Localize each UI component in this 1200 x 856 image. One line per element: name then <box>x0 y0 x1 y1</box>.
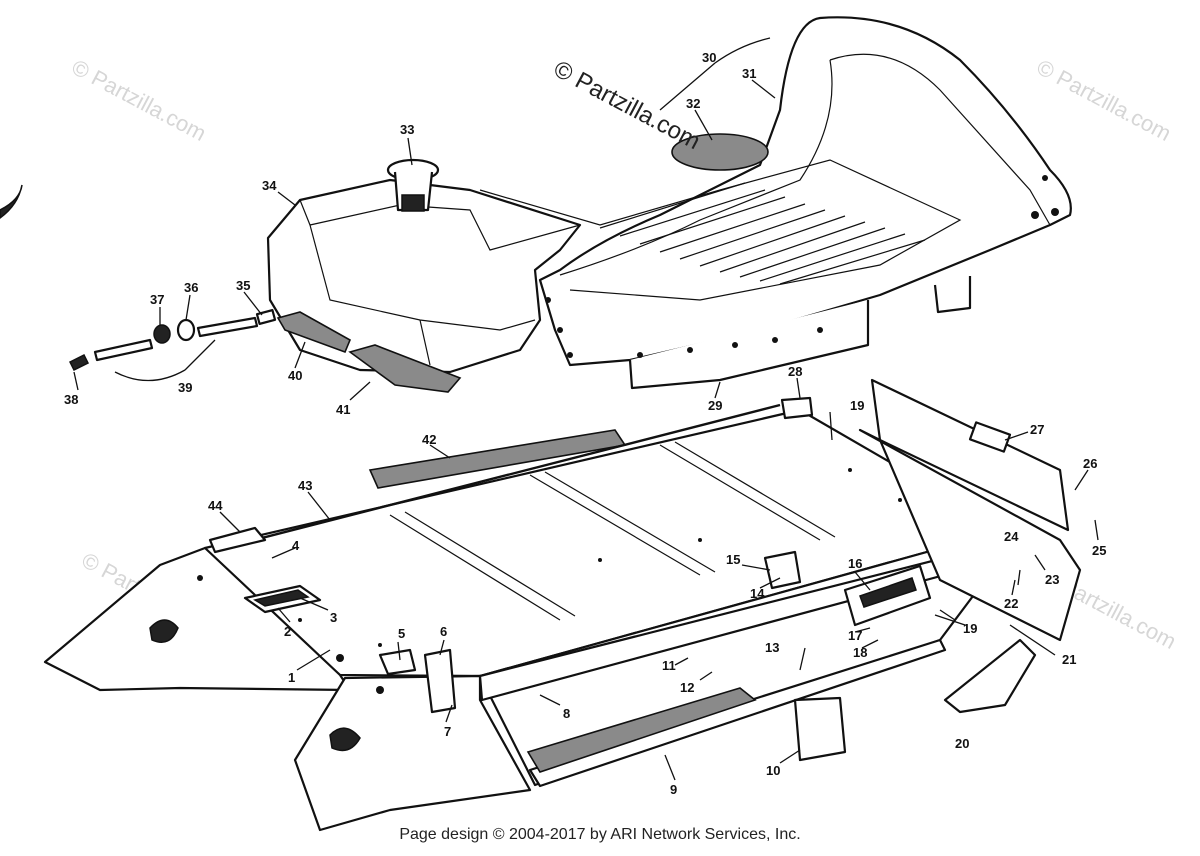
callout-38: 38 <box>64 392 78 407</box>
watermark-main: © Partzilla.com <box>549 55 704 155</box>
callout-39: 39 <box>178 380 192 395</box>
callout-41: 41 <box>336 402 350 417</box>
callout-16: 16 <box>848 556 862 571</box>
watermark-faint: © Partzilla.com <box>1033 54 1176 146</box>
seat <box>479 16 1072 390</box>
callout-15: 15 <box>726 552 740 567</box>
callout-8: 8 <box>563 706 570 721</box>
callouts: 1 2 3 4 5 6 7 8 9 10 11 12 13 14 15 16 1… <box>64 50 1106 797</box>
flap-bracket <box>968 421 1012 453</box>
callout-43: 43 <box>298 478 312 493</box>
callout-6: 6 <box>440 624 447 639</box>
callout-22: 22 <box>1004 596 1018 611</box>
callout-42: 42 <box>422 432 436 447</box>
bracket-28 <box>780 396 814 420</box>
callout-44: 44 <box>208 498 223 513</box>
callout-12: 12 <box>680 680 694 695</box>
bracket-10 <box>793 696 847 762</box>
edge-mark <box>0 184 23 219</box>
callout-11: 11 <box>662 658 676 673</box>
callout-2: 2 <box>284 624 291 639</box>
callout-35: 35 <box>236 278 250 293</box>
bracket-5 <box>378 648 417 676</box>
callout-23: 23 <box>1045 572 1059 587</box>
callout-18: 18 <box>853 645 867 660</box>
leader-lines <box>73 37 1099 781</box>
callout-21: 21 <box>1062 652 1076 667</box>
callout-32: 32 <box>686 96 700 111</box>
callout-20: 20 <box>955 736 969 751</box>
deflector-20 <box>943 638 1037 714</box>
callout-7: 7 <box>444 724 451 739</box>
callout-30: 30 <box>702 50 716 65</box>
callout-24: 24 <box>1004 529 1019 544</box>
tunnel <box>43 408 1002 832</box>
bearing-block <box>763 550 802 590</box>
callout-5: 5 <box>398 626 405 641</box>
callout-40: 40 <box>288 368 302 383</box>
bracket-6 <box>423 648 457 714</box>
callout-28: 28 <box>788 364 802 379</box>
callout-14: 14 <box>750 586 765 601</box>
callout-31: 31 <box>742 66 756 81</box>
callout-33: 33 <box>400 122 414 137</box>
fuel-line-parts <box>68 308 277 372</box>
callout-25: 25 <box>1092 543 1106 558</box>
tank-pad-40 <box>276 311 352 354</box>
callout-4: 4 <box>292 538 300 553</box>
callout-36: 36 <box>184 280 198 295</box>
footer-copyright: Page design © 2004-2017 by ARI Network S… <box>399 826 801 843</box>
running-board-pad <box>526 687 757 773</box>
callout-10: 10 <box>766 763 780 778</box>
callout-37: 37 <box>150 292 164 307</box>
callout-17: 17 <box>848 628 862 643</box>
callout-34: 34 <box>262 178 277 193</box>
tank-pad-41 <box>348 344 462 393</box>
callout-13: 13 <box>765 640 779 655</box>
callout-29: 29 <box>708 398 722 413</box>
callout-19: 19 <box>850 398 864 413</box>
callout-3: 3 <box>330 610 337 625</box>
callout-1: 1 <box>288 670 295 685</box>
watermark-faint: © Partzilla.com <box>68 54 211 146</box>
gas-cap <box>386 158 440 212</box>
callout-19b: 19 <box>963 621 977 636</box>
callout-9: 9 <box>670 782 677 797</box>
tie-rod <box>214 403 781 552</box>
seat-emblem <box>671 133 769 171</box>
callout-26: 26 <box>1083 456 1097 471</box>
callout-27: 27 <box>1030 422 1044 437</box>
